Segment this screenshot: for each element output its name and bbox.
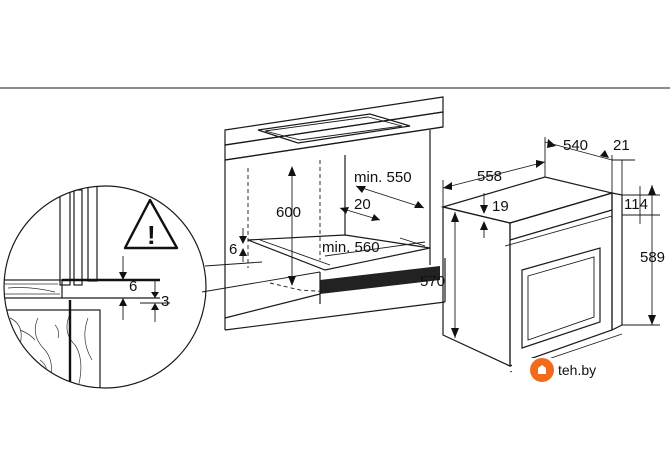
floor-offset: 6 xyxy=(229,241,237,258)
warning-symbol: ! xyxy=(147,220,156,250)
oven-gap: 21 xyxy=(613,137,630,154)
oven-width: 558 xyxy=(477,168,502,185)
detail-gap-3: 3 xyxy=(161,293,169,310)
niche-dimensions: 600 6 min. 550 20 min. 560 xyxy=(229,166,426,286)
cabinet-niche xyxy=(224,126,446,331)
oven-height-front: 570 xyxy=(420,273,445,290)
watermark-text: teh.by xyxy=(558,362,597,378)
watermark-logo-icon xyxy=(530,358,554,382)
niche-width-min: min. 560 xyxy=(322,239,380,256)
oven-height-side: 589 xyxy=(640,249,665,266)
watermark: teh.by xyxy=(512,358,670,382)
niche-height: 600 xyxy=(276,204,301,221)
countertop xyxy=(224,96,444,161)
detail-circle: 6 3 xyxy=(3,185,207,389)
oven-depth: 540 xyxy=(563,137,588,154)
niche-depth-min: min. 550 xyxy=(354,169,412,186)
oven-dimensions: 540 21 558 19 570 114 589 594 xyxy=(420,137,665,373)
back-offset: 20 xyxy=(354,196,371,213)
warning-icon: ! xyxy=(123,198,179,250)
detail-gap-6: 6 xyxy=(129,278,137,295)
panel-offset: 19 xyxy=(492,198,509,215)
top-panel: 114 xyxy=(624,196,648,213)
oven xyxy=(440,176,623,367)
